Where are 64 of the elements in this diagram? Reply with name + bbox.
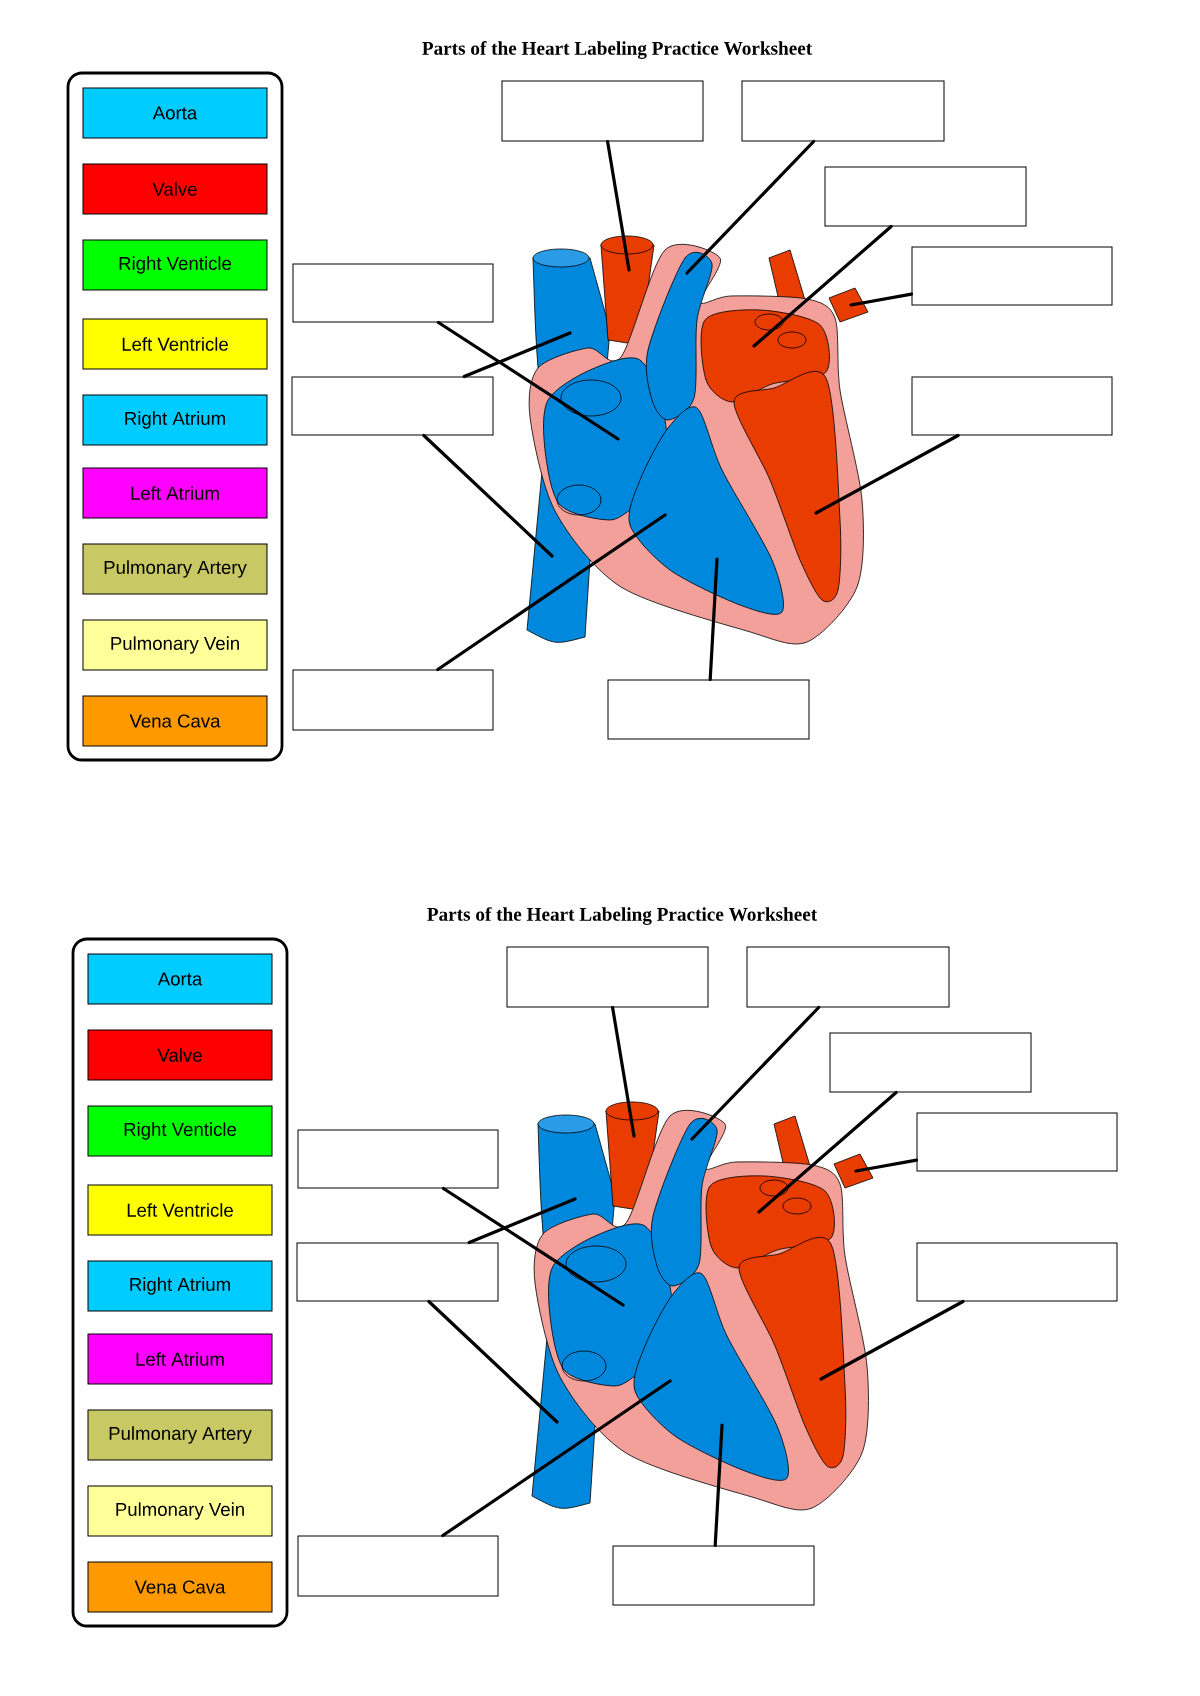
heart-chamber	[700, 309, 830, 403]
heart-chamber	[633, 1272, 789, 1481]
word-tile: Right Atrium	[87, 1260, 273, 1312]
heart-chamber	[705, 1175, 835, 1269]
word-tile: Right Venticle	[87, 1105, 273, 1157]
word-tile: Aorta	[87, 953, 273, 1005]
blood-vessel	[768, 249, 869, 323]
answer-box	[297, 1535, 499, 1597]
word-bank-frame	[66, 71, 284, 762]
word-tile: Pulmonary Artery	[87, 1409, 273, 1461]
leader-line	[854, 1158, 919, 1173]
answer-box	[829, 1032, 1032, 1093]
leader-line	[436, 513, 667, 672]
word-tile: Left Atrium	[82, 467, 268, 519]
leader-line	[441, 1379, 672, 1538]
leader-line	[611, 1005, 636, 1138]
leader-line	[427, 1299, 559, 1424]
answer-box	[607, 679, 810, 740]
answer-box	[911, 376, 1113, 436]
word-bank-frame	[71, 937, 289, 1628]
blood-vessel	[773, 1115, 874, 1189]
leader-line	[849, 292, 914, 307]
answer-box	[746, 946, 950, 1008]
word-tile: Left Ventricle	[87, 1184, 273, 1236]
leader-line	[462, 331, 572, 379]
answer-box	[911, 246, 1113, 306]
leader-line	[436, 320, 620, 441]
word-tile: Vena Cava	[87, 1561, 273, 1613]
word-tile: Right Atrium	[82, 394, 268, 446]
word-tile: Vena Cava	[82, 695, 268, 747]
word-tile: Pulmonary Vein	[87, 1485, 273, 1537]
word-tile: Valve	[87, 1029, 273, 1081]
leader-line	[441, 1186, 625, 1307]
word-tile: Valve	[82, 163, 268, 215]
leader-line	[606, 139, 631, 272]
word-tile: Right Venticle	[82, 239, 268, 291]
blood-vessel	[650, 1117, 718, 1287]
answer-box	[297, 1129, 499, 1189]
title: Parts of the Heart Labeling Practice Worksheet	[422, 41, 813, 59]
answer-box	[506, 946, 709, 1008]
word-tile: Pulmonary Artery	[82, 543, 268, 595]
answer-box	[292, 669, 494, 731]
answer-box	[501, 80, 704, 142]
leader-line	[467, 1197, 577, 1245]
answer-box	[824, 166, 1027, 227]
leader-line	[685, 139, 816, 275]
blood-vessel	[645, 251, 713, 421]
word-tile: Pulmonary Vein	[82, 619, 268, 671]
answer-box	[916, 1242, 1118, 1302]
answer-box	[292, 263, 494, 323]
leader-line	[422, 433, 554, 558]
answer-box	[291, 376, 494, 436]
heart-chamber	[738, 1237, 847, 1469]
title: Parts of the Heart Labeling Practice Worksheet	[427, 907, 818, 925]
word-tile: Left Atrium	[87, 1333, 273, 1385]
heart-chamber	[628, 406, 784, 615]
heart-chamber	[733, 370, 842, 603]
answer-box	[296, 1242, 499, 1302]
word-tile: Aorta	[82, 87, 268, 139]
leader-line	[690, 1005, 821, 1141]
answer-box	[916, 1112, 1118, 1172]
answer-box	[612, 1545, 815, 1606]
answer-box	[741, 80, 945, 142]
word-tile: Left Ventricle	[82, 318, 268, 370]
